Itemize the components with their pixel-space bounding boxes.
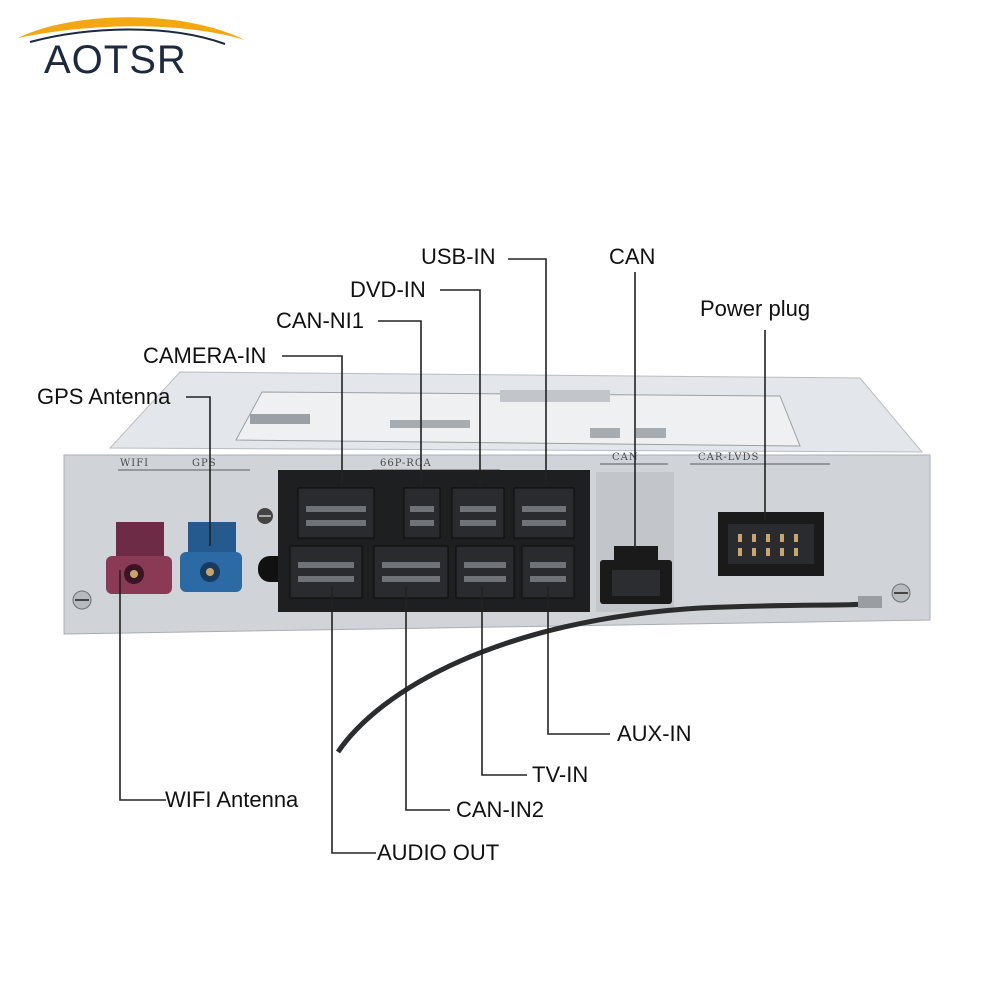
screw-left (72, 590, 92, 610)
silk-lvds: CAR-LVDS (698, 452, 759, 463)
label-can-ni1: CAN-NI1 (276, 308, 365, 333)
silk-gps: GPS (192, 458, 217, 469)
label-can-in2: CAN-IN2 (456, 797, 545, 822)
rca-connector-block (278, 470, 590, 612)
label-audio-out: AUDIO OUT (377, 840, 500, 865)
label-can: CAN (609, 244, 656, 269)
label-aux-in: AUX-IN (617, 721, 692, 746)
label-tv-in: TV-IN (532, 762, 589, 787)
sticker-text-block (390, 420, 470, 428)
cable-terminal (858, 596, 882, 608)
sticker-text-block (250, 414, 310, 424)
label-camera-in: CAMERA-IN (143, 343, 267, 368)
sticker-text-block (500, 390, 610, 402)
sticker-text-block (636, 428, 666, 438)
silk-rca: 66P-RCA (380, 458, 432, 469)
label-wifi-antenna: WIFI Antenna (165, 787, 299, 812)
label-dvd-in: DVD-IN (350, 277, 426, 302)
label-usb-in: USB-IN (421, 244, 496, 269)
brand-logo-text: AOTSR (44, 38, 187, 82)
sticker-text-block (590, 428, 620, 438)
antenna-cable (335, 601, 867, 754)
screw-right (891, 583, 911, 603)
screw-mid-left (257, 508, 273, 524)
silk-can: CAN (612, 452, 639, 463)
label-power-plug: Power plug (700, 296, 811, 321)
leader-lines (119, 258, 766, 854)
label-gps-antenna: GPS Antenna (37, 384, 171, 409)
power-connector (718, 512, 824, 576)
gps-connector (180, 522, 242, 592)
brand-swoosh (18, 17, 245, 40)
wifi-connector (106, 522, 172, 594)
brand-swoosh-accent (29, 28, 226, 45)
silk-wifi: WIFI (120, 458, 149, 469)
